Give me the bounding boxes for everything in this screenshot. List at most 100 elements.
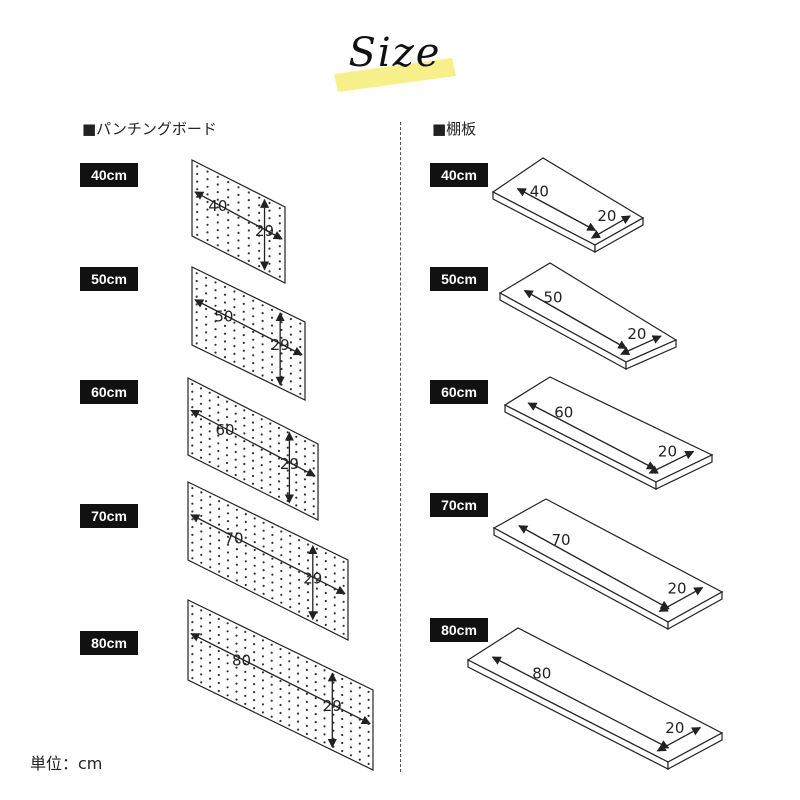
- pegboard-hole: [237, 247, 240, 250]
- shelf-width-arrow: [516, 187, 597, 232]
- pegboard-width-label: 50: [214, 307, 233, 325]
- pegboard-hole: [289, 325, 292, 328]
- pegboard-hole: [314, 689, 317, 692]
- page-title: Size: [348, 30, 442, 76]
- pegboard-hole: [251, 474, 255, 478]
- pegboard-hole: [253, 667, 256, 670]
- pegboard-width-arrow: [190, 409, 316, 477]
- pegboard-hole: [270, 707, 273, 710]
- pegboard-hole: [208, 629, 212, 632]
- pegboard-hole: [349, 698, 353, 701]
- pegboard-hole: [191, 390, 194, 393]
- pegboard-hole: [305, 716, 308, 720]
- pegboard-hole: [270, 363, 274, 366]
- pegboard-hole: [315, 611, 318, 614]
- pegboard-hole: [251, 421, 255, 424]
- pegboard-hole: [297, 720, 300, 723]
- pegboard-hole: [297, 672, 300, 675]
- pegboard-hole: [349, 738, 353, 741]
- pegboard-hole: [218, 523, 221, 526]
- pegboard-hole: [217, 633, 220, 637]
- pegboard-hole: [261, 343, 264, 346]
- pegboard-hole: [279, 687, 282, 691]
- pegboard-hole: [235, 555, 238, 559]
- pegboard-hole: [191, 487, 194, 490]
- pegboard-hole: [242, 302, 245, 305]
- pegboard-hole: [227, 249, 230, 252]
- pegboard-hole: [244, 686, 247, 690]
- pegboard-hole: [261, 358, 264, 361]
- pegboard-hole: [324, 607, 327, 611]
- pegboard-section-label: ■パンチングボード: [82, 120, 217, 138]
- pegboard-hole: [200, 561, 203, 564]
- pegboard-hole: [253, 635, 256, 638]
- pegboard-hole: [223, 356, 227, 359]
- pegboard-hole: [261, 695, 264, 698]
- pegboard-hole: [205, 315, 208, 318]
- shelf-size-badge-80: 80cm: [430, 618, 488, 642]
- pegboard-hole: [314, 673, 317, 676]
- pegboard-hole: [217, 665, 220, 669]
- shelf-depth-label: 20: [658, 442, 677, 460]
- pegboard-hole: [261, 366, 264, 369]
- pegboard-hole: [233, 290, 236, 293]
- pegboard-hole: [227, 226, 230, 229]
- pegboard-hole: [200, 625, 203, 628]
- pegboard-hole: [247, 259, 250, 262]
- pegboard-hole: [191, 549, 194, 552]
- pegboard-hole: [262, 561, 265, 564]
- pegboard-hole: [199, 402, 203, 405]
- pegboard-hole: [214, 351, 217, 354]
- pegboard-hole: [252, 338, 255, 341]
- pegboard-hole: [223, 285, 227, 288]
- pegboard-hole: [242, 365, 245, 368]
- pegboard-hole: [260, 433, 263, 436]
- pegboard-hole: [217, 403, 220, 406]
- pegboard-hole: [314, 713, 317, 716]
- pegboard-hole: [233, 321, 236, 324]
- pegboard-hole: [243, 478, 246, 481]
- pegboard-hole: [253, 588, 256, 591]
- pegboard-hole: [214, 343, 217, 346]
- pegboard-hole: [306, 614, 310, 618]
- pegboard-hole: [225, 438, 229, 442]
- pegboard-hole: [216, 229, 219, 232]
- pegboard-hole: [349, 706, 353, 709]
- pegboard-hole: [260, 448, 263, 451]
- pegboard-hole: [260, 418, 263, 421]
- pegboard-hole: [260, 479, 263, 482]
- pegboard-hole: [208, 437, 211, 440]
- pegboard-hole: [295, 450, 298, 454]
- pegboard-hole: [280, 562, 283, 565]
- pegboard-hole: [268, 247, 271, 250]
- pegboard-hole: [200, 538, 203, 541]
- pegboard-hole: [270, 316, 274, 319]
- pegboard-hole: [216, 183, 219, 186]
- pegboard-size-badge-70: 70cm: [80, 504, 138, 528]
- pegboard-hole: [200, 499, 203, 502]
- pegboard-hole: [271, 549, 274, 552]
- pegboard-hole: [303, 455, 307, 458]
- pegboard-hole: [315, 555, 318, 558]
- pegboard-hole: [262, 529, 265, 532]
- unit-note: 単位：cm: [30, 754, 103, 773]
- pegboard-hole: [289, 606, 292, 609]
- pegboard-hole: [234, 404, 237, 408]
- pegboard-hole: [280, 546, 283, 549]
- pegboard-hole: [268, 255, 271, 258]
- pegboard-hole: [251, 413, 255, 416]
- pegboard-hole: [243, 417, 246, 420]
- pegboard-hole: [233, 337, 236, 340]
- pegboard-hole: [299, 384, 302, 388]
- pegboard-hole: [208, 460, 211, 464]
- pegboard-hole: [209, 542, 212, 545]
- pegboard-hole: [298, 602, 301, 605]
- pegboard-hole: [261, 374, 264, 377]
- pegboard-hole: [251, 482, 255, 485]
- pegboard-hole: [235, 563, 238, 566]
- pegboard-hole: [269, 437, 272, 440]
- pegboard-hole: [297, 728, 300, 731]
- pegboard-hole: [342, 624, 345, 627]
- pegboard-hole: [258, 249, 261, 252]
- pegboard-hole: [196, 188, 199, 191]
